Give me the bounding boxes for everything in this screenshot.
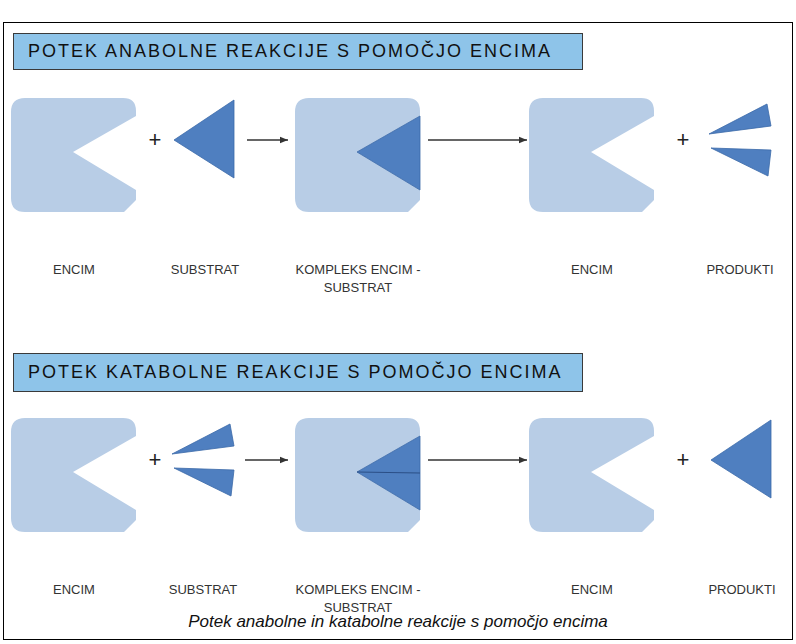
stage-label: KOMPLEKS ENCIM - SUBSTRAT [295,581,421,617]
plus-sign: + [677,447,690,473]
substrate-fragment [711,148,771,176]
plus-sign: + [149,447,162,473]
reaction-stage: PRODUKTI [698,98,782,279]
reaction-arrow [245,459,288,460]
stage-label: ENCIM [529,261,655,279]
enzyme-shape [295,98,421,213]
enzyme-shape [11,98,137,213]
heading-band: POTEK ANABOLNE REAKCIJE S POMOČJO ENCIMA [13,33,583,70]
bound-substrate [357,436,420,510]
stage-label: SUBSTRAT [161,581,245,599]
stage-label: ENCIM [11,581,137,599]
substrate-triangle [174,100,234,178]
stage-label: ENCIM [529,581,655,599]
enzyme-body [295,418,420,532]
enzyme-body [295,98,420,212]
molecule-shape [707,98,773,213]
reaction-stage: ENCIM [9,418,139,599]
enzyme-shape [11,418,137,533]
molecule-shape [709,418,775,533]
enzyme-shape [529,418,655,533]
reaction-stage: KOMPLEKS ENCIM - SUBSTRAT [288,418,428,617]
enzyme-shape [529,98,655,213]
bound-substrate [357,116,420,190]
stage-label: PRODUKTI [700,581,784,599]
stage-label: KOMPLEKS ENCIM - SUBSTRAT [295,261,421,297]
heading-text: POTEK KATABOLNE REAKCIJE S POMOČJO ENCIM… [28,362,562,383]
reaction-arrow [428,139,527,140]
plus-sign: + [677,127,690,153]
reaction-arrow [247,139,288,140]
stage-label: ENCIM [11,261,137,279]
stage-label: SUBSTRAT [163,261,247,279]
reaction-stage: PRODUKTI [700,418,784,599]
heading-band: POTEK KATABOLNE REAKCIJE S POMOČJO ENCIM… [13,353,583,392]
molecule-shape [170,418,236,533]
substrate-fragment [174,468,234,496]
reaction-stage: ENCIM [9,98,139,279]
frame-border [4,23,793,640]
bond-line [357,472,420,473]
reaction-arrow [428,459,527,460]
enzyme-body [529,98,654,212]
enzyme-body [11,418,136,532]
reaction-stage: SUBSTRAT [163,98,247,279]
molecule-shape [172,98,238,213]
substrate-fragment [709,104,771,134]
enzyme-shape [295,418,421,533]
reaction-stage: ENCIM [527,98,657,279]
reaction-stage: ENCIM [527,418,657,599]
plus-sign: + [149,127,162,153]
substrate-triangle [711,420,771,498]
enzyme-body [11,98,136,212]
reaction-stage: KOMPLEKS ENCIM - SUBSTRAT [288,98,428,297]
figure-caption: Potek anabolne in katabolne reakcije s p… [0,612,796,632]
enzyme-body [529,418,654,532]
stage-label: PRODUKTI [698,261,782,279]
substrate-fragment [172,424,234,454]
heading-text: POTEK ANABOLNE REAKCIJE S POMOČJO ENCIMA [28,41,552,62]
reaction-stage: SUBSTRAT [161,418,245,599]
